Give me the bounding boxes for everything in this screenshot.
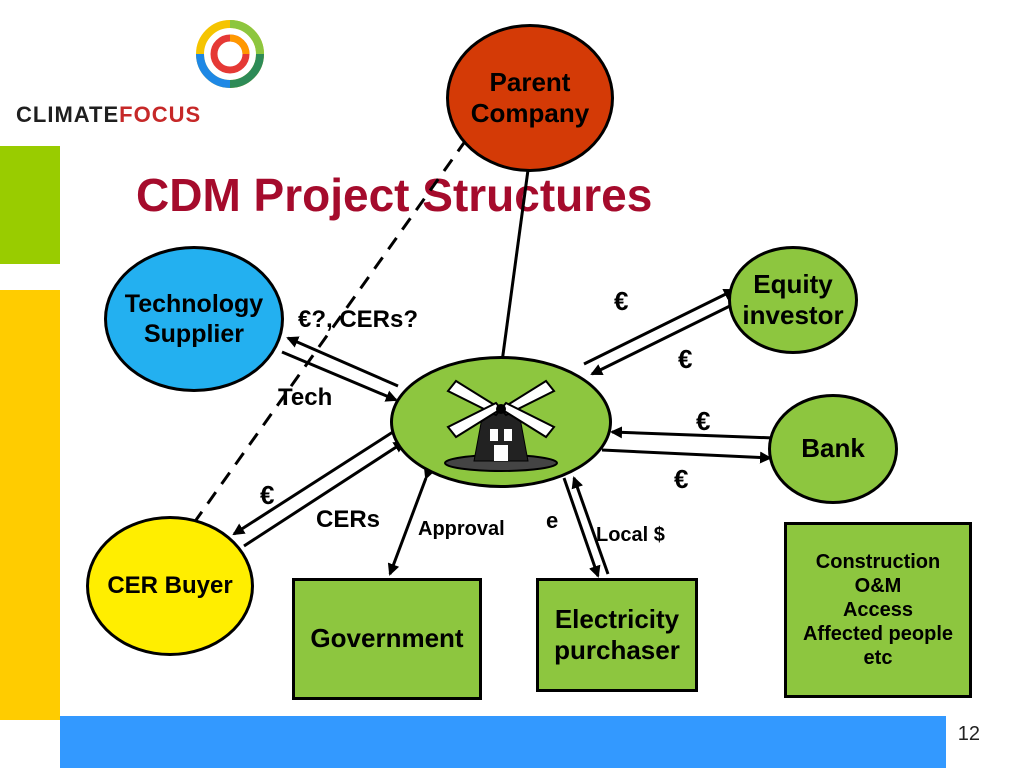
tech-money-label: €?, CERs? xyxy=(298,306,419,333)
parent-buyer-dashed-line xyxy=(194,139,468,521)
approval-label: Approval xyxy=(418,518,505,540)
logo-wordmark: CLIMATEFOCUS xyxy=(16,102,202,127)
electricity-local-arrow xyxy=(571,476,610,575)
sidebar-yellow-bar xyxy=(0,290,60,720)
sidebar-green-bar xyxy=(0,146,60,264)
electricity-e-arrow xyxy=(562,477,601,578)
bank-out-arrow xyxy=(601,448,772,464)
tech-label: Tech xyxy=(278,384,333,411)
bank-in-arrow xyxy=(610,426,775,440)
tech-money-arrow xyxy=(286,336,399,388)
cers-arrow xyxy=(232,428,397,536)
local-currency-label: Local $ xyxy=(596,524,665,546)
government-node: Government xyxy=(292,578,482,700)
buyer-money-label: € xyxy=(260,480,275,510)
approval-arrow xyxy=(387,466,436,576)
e-label: e xyxy=(546,508,559,533)
page-number: 12 xyxy=(957,723,980,745)
equity-investor-node: Equity investor xyxy=(728,246,858,354)
equity-out-label: € xyxy=(678,344,693,374)
electricity-purchaser-node: Electricity purchaser xyxy=(536,578,698,692)
cdm-project-node xyxy=(390,356,612,488)
equity-in-label: € xyxy=(614,286,629,316)
parent-project-line xyxy=(500,169,530,363)
other-contracts-node: Construction O&M Access Affected people … xyxy=(784,522,972,698)
slide-title: CDM Project Structures xyxy=(136,169,653,221)
climatefocus-logo-icon xyxy=(196,20,264,88)
bank-in-label: € xyxy=(696,406,711,436)
parent-company-node: Parent Company xyxy=(446,24,614,172)
bank-out-label: € xyxy=(674,464,689,494)
equity-out-arrow xyxy=(590,300,739,376)
footer-bar xyxy=(60,716,946,768)
bank-node: Bank xyxy=(768,394,898,504)
technology-supplier-node: Technology Supplier xyxy=(104,246,284,392)
equity-in-arrow xyxy=(583,288,736,366)
cers-label: CERs xyxy=(316,506,381,533)
tech-arrow xyxy=(281,350,398,402)
windmill-icon xyxy=(444,379,558,472)
cer-buyer-node: CER Buyer xyxy=(86,516,254,656)
buyer-money-arrow xyxy=(243,440,406,548)
